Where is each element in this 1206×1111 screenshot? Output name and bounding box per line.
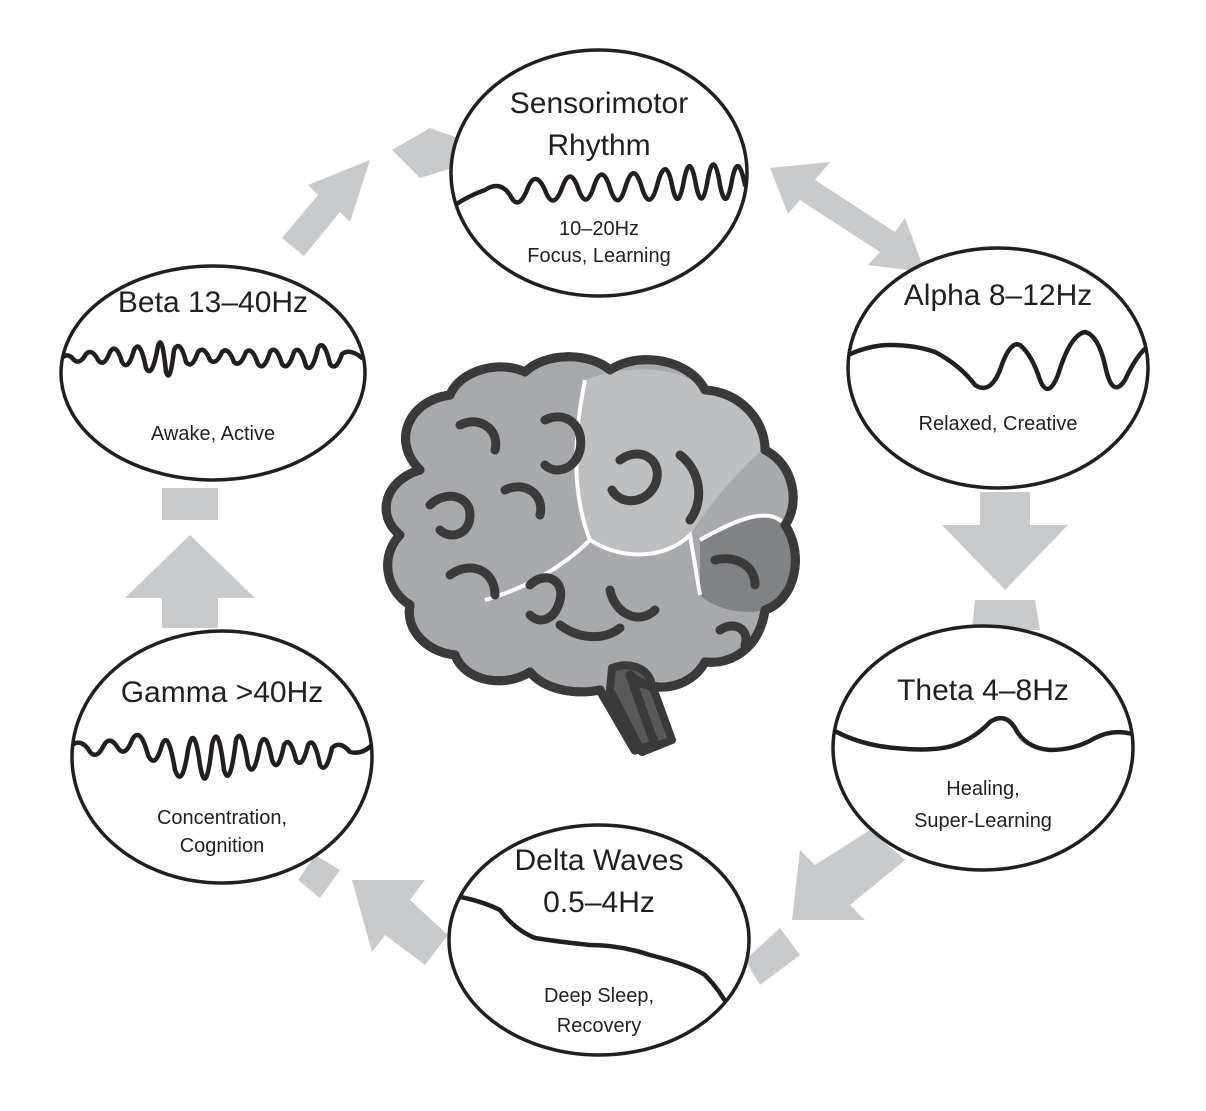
arrow-alpha-to-theta-tail-icon xyxy=(972,600,1040,630)
cycle-arrows xyxy=(125,128,1068,985)
delta-description-line-2: Recovery xyxy=(557,1015,641,1037)
smr-frequency: 10–20Hz xyxy=(559,218,639,240)
gamma-description-line-2: Cognition xyxy=(180,835,265,857)
alpha-title: Alpha 8–12Hz xyxy=(904,279,1092,312)
node-delta: Delta Waves 0.5–4Hz Deep Sleep, Recovery xyxy=(447,823,751,1057)
gamma-wave-icon xyxy=(72,732,372,781)
arrow-beta-to-smr-head-icon xyxy=(392,128,458,178)
theta-wave-icon xyxy=(833,715,1133,753)
gamma-description-line-1: Concentration, xyxy=(157,807,287,829)
smr-title-line-1: Sensorimotor xyxy=(510,87,688,120)
alpha-description: Relaxed, Creative xyxy=(919,413,1078,435)
smr-description: Focus, Learning xyxy=(527,245,670,267)
arrow-gamma-to-beta-tail-icon xyxy=(162,488,218,520)
delta-wave-icon xyxy=(449,892,733,1013)
arrow-theta-to-delta-tail-icon xyxy=(745,928,800,985)
arrow-beta-to-smr-icon xyxy=(282,160,370,256)
arrow-smr-to-alpha-icon xyxy=(770,162,925,272)
delta-title-line-2: 0.5–4Hz xyxy=(543,886,655,919)
arrow-alpha-to-theta-icon xyxy=(942,492,1068,590)
node-gamma: Gamma >40Hz Concentration, Cognition xyxy=(70,629,374,885)
node-beta: Beta 13–40Hz Awake, Active xyxy=(59,264,367,482)
arrow-gamma-to-beta-icon xyxy=(125,535,255,628)
node-theta: Theta 4–8Hz Healing, Super-Learning xyxy=(831,624,1135,872)
alpha-wave-icon xyxy=(848,329,1148,391)
gamma-title: Gamma >40Hz xyxy=(121,676,324,709)
delta-title-line-1: Delta Waves xyxy=(515,844,684,877)
arrow-theta-to-delta-icon xyxy=(792,830,905,920)
theta-description-line-1: Healing, xyxy=(946,778,1019,800)
brain-icon xyxy=(381,352,800,756)
smr-title-line-2: Rhythm xyxy=(547,129,650,162)
theta-title: Theta 4–8Hz xyxy=(897,674,1069,707)
node-sensorimotor-rhythm: Sensorimotor Rhythm 10–20Hz Focus, Learn… xyxy=(449,48,749,298)
beta-wave-icon xyxy=(61,340,365,378)
beta-title: Beta 13–40Hz xyxy=(118,286,308,319)
arrow-delta-to-gamma-tail-icon xyxy=(298,855,340,898)
beta-description: Awake, Active xyxy=(151,423,275,445)
smr-wave-icon xyxy=(452,162,747,208)
node-alpha: Alpha 8–12Hz Relaxed, Creative xyxy=(846,246,1150,490)
theta-description-line-2: Super-Learning xyxy=(914,810,1052,832)
delta-description-line-1: Deep Sleep, xyxy=(544,985,654,1007)
arrow-delta-to-gamma-icon xyxy=(352,880,448,965)
